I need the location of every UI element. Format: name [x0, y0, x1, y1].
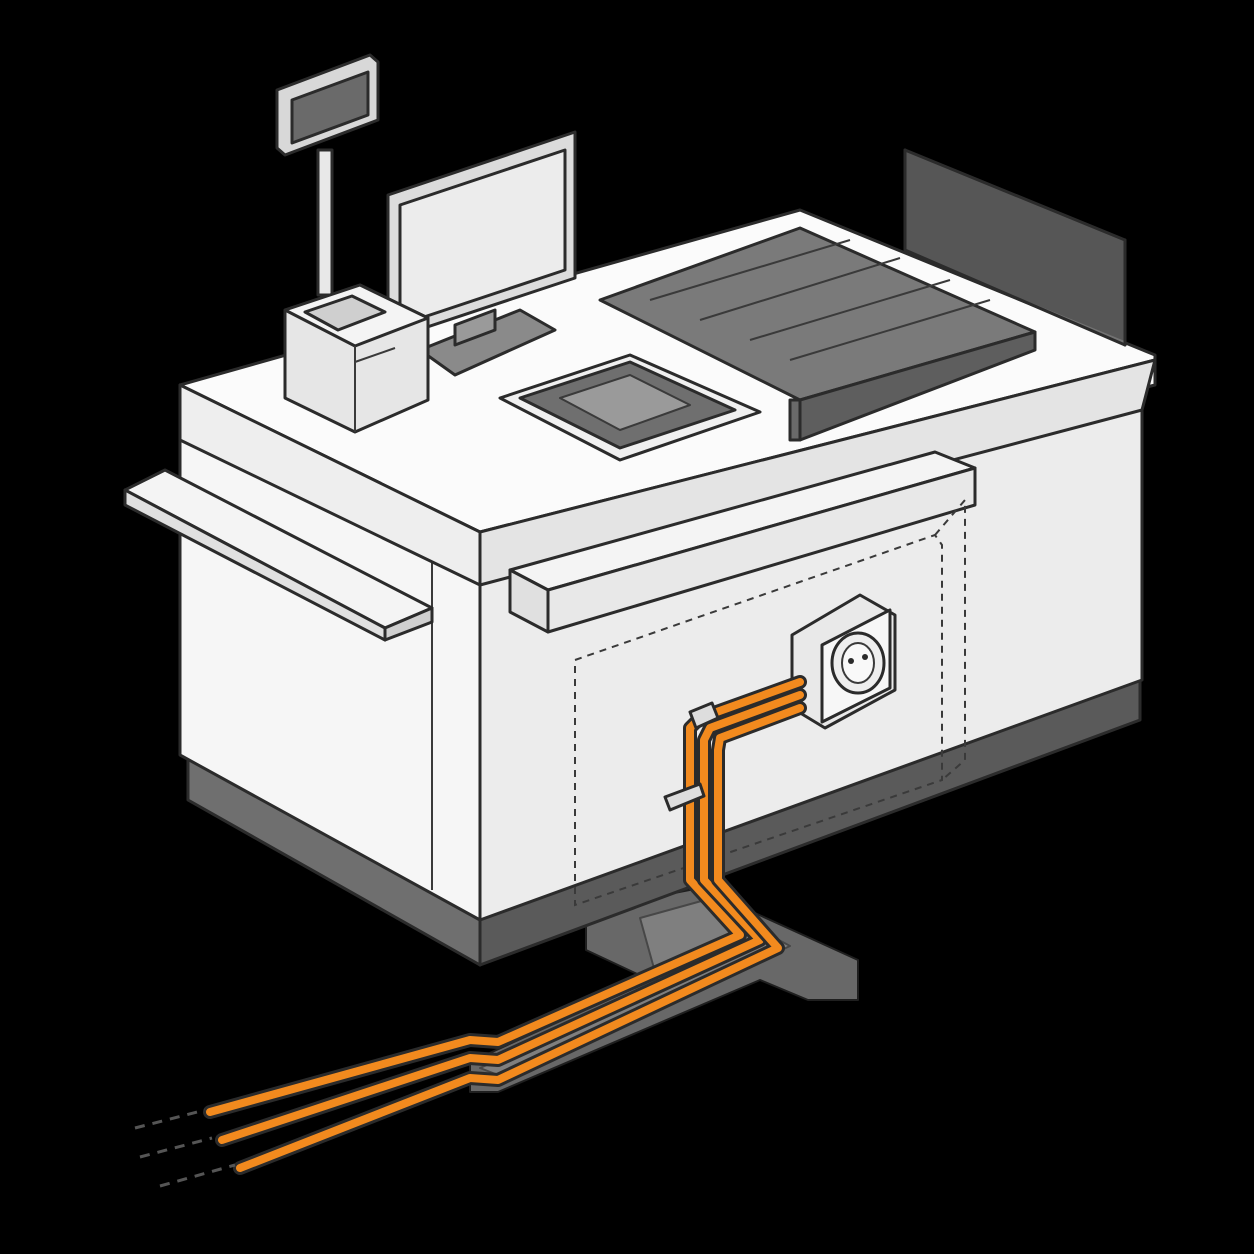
conveyor-belt	[598, 226, 1037, 442]
hidden-service-panel	[574, 497, 966, 907]
cable-3	[236, 704, 804, 1172]
bagging-guard	[903, 148, 1127, 347]
scanner-well	[498, 353, 762, 462]
cable-fade-marks	[134, 1108, 236, 1188]
pos-monitor	[386, 130, 577, 377]
power-socket	[790, 593, 897, 730]
left-bag-shelf	[123, 468, 434, 642]
pole-display	[275, 53, 380, 297]
cable-clips	[663, 701, 720, 812]
receipt-printer	[283, 283, 430, 434]
power-cables	[203, 675, 807, 1175]
cable-2	[218, 691, 804, 1144]
right-bag-shelf	[508, 450, 977, 634]
